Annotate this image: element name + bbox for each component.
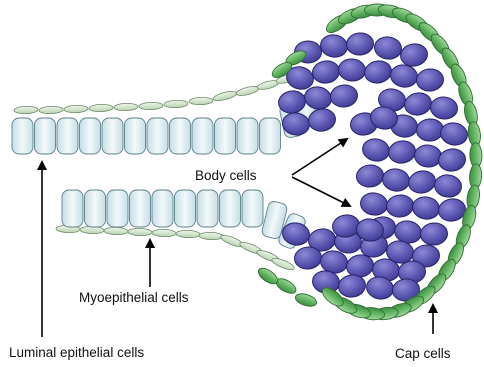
luminal-epithelial-cell [35,118,56,154]
body-cell [359,191,389,217]
myoepithelial-cell [164,100,188,108]
luminal-epithelial-cell [12,118,33,154]
luminal-epithelial-cell [57,118,78,154]
body-cell [439,120,470,147]
body-cell [363,58,394,85]
body-cell [403,90,434,117]
myoepithelial-cell [176,230,200,238]
myoepithelial-cells-label: Myoepithelial cells [79,290,189,305]
myoepithelial-cell [114,103,138,111]
luminal-epithelial-cell [130,190,151,227]
body-cell [433,173,463,199]
luminal-epithelial-cell [62,190,83,227]
body-cell [411,195,441,221]
body-cells-arrow-lower [292,177,350,206]
myoepithelial-cell [14,106,38,114]
body-cells-arrow-upper [292,139,347,175]
luminal-epithelial-cell [85,190,106,227]
luminal-epithelial-cell [192,118,213,154]
cap-cell [294,291,318,308]
body-cell [361,136,392,163]
body-cell [385,194,414,219]
body-cell [413,144,442,169]
luminal-epithelial-cell [102,118,123,154]
luminal-epithelial-cell [260,118,281,154]
myoepithelial-cell [189,97,213,105]
body-cell [416,118,444,142]
myoepithelial-cell [39,106,63,114]
body-cell [355,164,384,189]
myoepithelial-cell [235,85,259,98]
body-cell-cluster [277,32,470,302]
luminal-epithelial-cell [80,118,101,154]
myoepithelial-cell [199,232,223,240]
luminal-epithelial-cell [152,190,173,227]
body-cell [346,32,375,56]
body-cell [407,168,438,195]
myoepithelial-cell [271,256,296,272]
body-cell [437,147,467,173]
myoepithelial-cell [212,90,237,103]
luminal-epithelial-cell [147,118,168,154]
luminal-epithelial-cell [170,118,191,154]
body-cell [429,96,458,121]
body-cell [319,33,349,59]
body-cell [416,68,445,92]
luminal-epithelial-cell [220,190,241,227]
cap-cells-label: Cap cells [395,346,451,361]
luminal-epithelial-cell [215,118,236,154]
luminal-epithelial-cell [242,190,263,227]
body-cells-label: Body cells [195,168,257,183]
body-cell [381,167,411,193]
luminal-epithelial-cell [107,190,128,227]
luminal-epithelial-cell [175,190,196,227]
body-cell [399,42,429,68]
myoepithelial-cell [220,233,245,249]
myoepithelial-cell [152,229,176,237]
myoepithelial-cell [139,102,163,110]
myoepithelial-cell [89,104,113,112]
body-cell [329,84,358,109]
myoepithelial-cell [128,228,152,236]
body-cell [387,139,417,165]
myoepithelial-cell [104,227,128,235]
body-cell [420,222,448,246]
body-cell [311,59,341,85]
luminal-epithelial-cells-label: Luminal epithelial cells [9,345,144,360]
luminal-epithelial-cell [125,118,146,154]
myoepithelial-cell [64,105,88,113]
body-cell [373,35,403,61]
body-cell [389,63,419,89]
luminal-epithelial-cell [237,118,258,154]
body-cell [338,58,367,82]
luminal-epithelial-cell [197,190,218,227]
